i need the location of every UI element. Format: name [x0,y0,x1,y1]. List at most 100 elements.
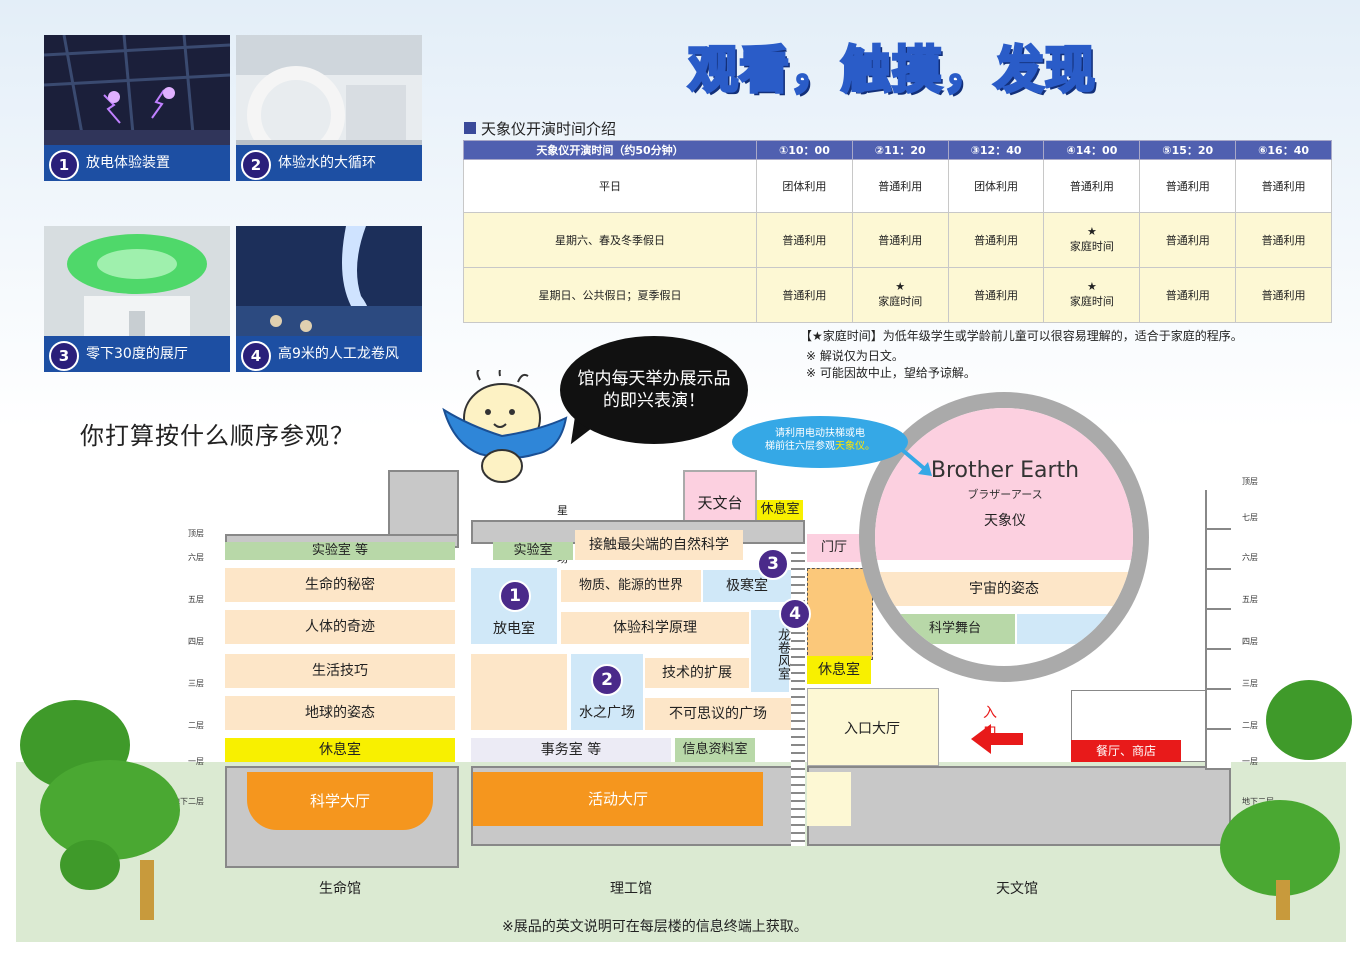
floor-3-left: 三层 [188,679,204,688]
room-office: 事务室 等 [471,738,671,762]
schedule-table: 天象仪开演时间（约50分钟） ①10：00 ②11：20 ③12：40 ④14：… [463,140,1332,323]
dome-inner: 宇宙的姿态 科学舞台 [875,408,1133,666]
star-icon: ★ [1086,280,1097,293]
astro-basement [807,766,1231,846]
photo-tornado: 4 高9米的人工龙卷风 [236,226,422,372]
photo-caption-bar: 1 放电体验装置 [44,145,230,181]
room-entrance-hall: 入口大厅 [844,721,900,737]
photo-number: 2 [241,150,271,180]
schedule-cell: 普通利用 [1235,267,1332,323]
floor-b2-left: 地下二层 [172,797,204,806]
schedule-title: 天象仪开演时间介绍 [481,120,617,138]
escalator-note-bubble: 请利用电动扶梯或电 梯前往六层参观天象仪。 [732,416,908,468]
schedule-cell: 普通利用 [1139,159,1237,213]
schedule-cell: 普通利用 [1235,212,1332,268]
brother-earth-kana: ブラザーアース [967,488,1043,501]
building-tech: 理工馆 [610,881,652,897]
star-icon: ★ [895,280,906,293]
tree-trunk [140,860,154,920]
tree-icon [60,840,120,890]
tree-icon [1266,680,1352,760]
escalator-note-highlight: 天象仪。 [835,441,875,452]
floor-3-right: 三层 [1242,679,1258,688]
speech-bubble: 馆内每天举办展示品 的即兴表演！ [560,336,748,444]
room-observatory: 天文台 [683,470,757,526]
room-entrance-hall-box [807,688,939,766]
photo-water-cycle: 2 体验水的大循环 [236,35,422,181]
photo-caption: 零下30度的展厅 [86,346,188,362]
tech-floor3-left [471,654,567,730]
schedule-header-cell: 天象仪开演时间（约50分钟） [463,140,757,160]
escalator-note-line: 梯前往六层参观天象仪。 [732,440,908,453]
schedule-cell: 普通利用 [851,159,949,213]
tree-trunk [1276,880,1290,920]
marker-4: 4 [779,598,811,630]
schedule-cell-text: 家庭时间 [1069,295,1114,308]
table-row: 星期六、春及冬季假日 普通利用 普通利用 普通利用 ★家庭时间 普通利用 普通利… [463,212,1332,268]
room-tech-expansion: 技术的扩展 [645,658,749,688]
photo-caption-bar: 3 零下30度的展厅 [44,336,230,372]
table-row: 星期日、公共假日；夏季假日 普通利用 ★家庭时间 普通利用 ★家庭时间 普通利用… [463,267,1332,323]
astro-right-wall [1205,490,1231,770]
table-row: 平日 团体利用 普通利用 团体利用 普通利用 普通利用 普通利用 [463,159,1332,213]
photo-number: 3 [49,341,79,371]
schedule-header-cell: ④14：00 [1043,140,1141,160]
schedule-cell-family: ★ 家庭时间 [1043,267,1141,323]
water-cycle-photo-image [236,35,422,181]
floor-2-right: 二层 [1242,721,1258,730]
building-astro: 天文馆 [996,881,1038,897]
stage-right [1017,614,1133,644]
floor-4-left: 四层 [188,637,204,646]
schedule-header-row: 天象仪开演时间（约50分钟） ①10：00 ②11：20 ③12：40 ④14：… [463,140,1332,160]
escalator-area [807,568,873,660]
marker-2: 2 [591,664,623,696]
floor-4-right: 四层 [1242,637,1258,646]
floor-6-right: 六层 [1242,553,1258,562]
room-matter-energy: 物质、能源的世界 [561,570,701,602]
photo-caption: 高9米的人工龙卷风 [278,346,399,362]
stairs [791,546,805,846]
schedule-cell: 普通利用 [1043,159,1141,213]
building-life: 生命馆 [319,881,361,897]
schedule-cell-text: 家庭时间 [878,295,923,308]
schedule-header-cell: ①10：00 [756,140,853,160]
order-question: 你打算按什么顺序参观？ [80,422,355,450]
room-earth-form: 地球的姿态 [225,696,455,730]
floor-b2-right: 地下二层 [1242,797,1274,806]
room-rest-top: 休息室 [757,500,803,520]
room-science-hall: 科学大厅 [247,772,433,830]
tree-icon [40,760,180,860]
schedule-header-cell: ②11：20 [851,140,949,160]
floor-1-right: 一层 [1242,757,1258,766]
schedule-cell: 普通利用 [851,212,949,268]
floor-roof-right: 顶层 [1242,477,1258,486]
room-water-plaza: 水之广场 [579,705,635,721]
escalator-arrow-icon [898,446,932,476]
footer-note: ※展品的英文说明可在每层楼的信息终端上获取。 [502,919,808,935]
title-square-icon [464,122,476,134]
room-rest-life: 休息室 [225,738,455,762]
schedule-cell: 普通利用 [1235,159,1332,213]
photo-discharge: 1 放电体验装置 [44,35,230,181]
dome-planetarium-area [875,408,1133,560]
room-gate: 门厅 [807,534,861,562]
room-life-skills: 生活技巧 [225,654,455,688]
photo-cold-room: 3 零下30度的展厅 [44,226,230,372]
marker-1: 1 [499,580,531,612]
schedule-cell: 普通利用 [947,212,1045,268]
schedule-cell-family: ★ 家庭时间 [851,267,949,323]
room-restaurant: 餐厅、商店 [1071,740,1181,762]
schedule-cell: 团体利用 [756,159,853,213]
room-wonder-plaza: 不可思议的广场 [645,698,791,730]
schedule-cell-text: 家庭时间 [1069,240,1114,253]
floor-2-left: 二层 [188,721,204,730]
marker-3: 3 [757,548,789,580]
room-universe: 宇宙的姿态 [875,572,1133,606]
room-body-wonder: 人体的奇迹 [225,610,455,644]
escalator-note-line: 请利用电动扶梯或电 [775,428,865,439]
headline: 观看，触摸，发现 [687,40,1097,101]
photo-caption-bar: 2 体验水的大循环 [236,145,422,181]
room-science-stage: 科学舞台 [895,614,1015,644]
floor-5-left: 五层 [188,595,204,604]
room-event-hall: 活动大厅 [473,772,763,826]
